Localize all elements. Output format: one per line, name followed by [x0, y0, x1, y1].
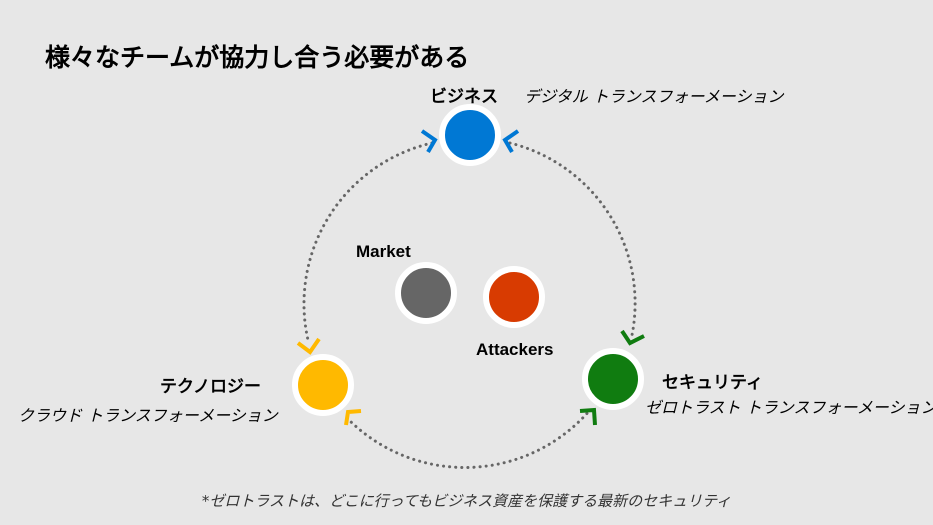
technology-node	[292, 354, 354, 416]
arc-technology-security	[345, 408, 592, 469]
security-label: セキュリティ	[662, 373, 763, 393]
security-subtitle: ゼロトラスト トランスフォーメーション*	[645, 398, 933, 417]
market-node	[395, 262, 457, 324]
chevron-icon	[420, 129, 438, 154]
chevron-icon	[620, 329, 645, 346]
business-node	[439, 104, 501, 166]
business-subtitle: デジタル トランスフォーメーション	[524, 87, 784, 106]
arc-business-technology	[302, 141, 434, 342]
footnote: *ゼロトラストは、どこに行ってもビジネス資産を保護する最新のセキュリティ	[201, 492, 732, 510]
chevron-icon	[579, 407, 597, 426]
business-label: ビジネス	[430, 87, 498, 107]
attackers-node	[483, 266, 545, 328]
chevron-icon	[296, 337, 321, 355]
technology-label: テクノロジー	[160, 377, 261, 397]
attackers-label: Attackers	[476, 340, 554, 359]
market-label: Market	[356, 242, 411, 261]
chevron-icon	[344, 409, 362, 426]
technology-subtitle: クラウド トランスフォーメーション	[18, 406, 278, 425]
chevron-icon	[502, 129, 520, 154]
security-node	[582, 348, 644, 410]
slide-title: 様々なチームが協力し合う必要がある	[45, 43, 470, 72]
